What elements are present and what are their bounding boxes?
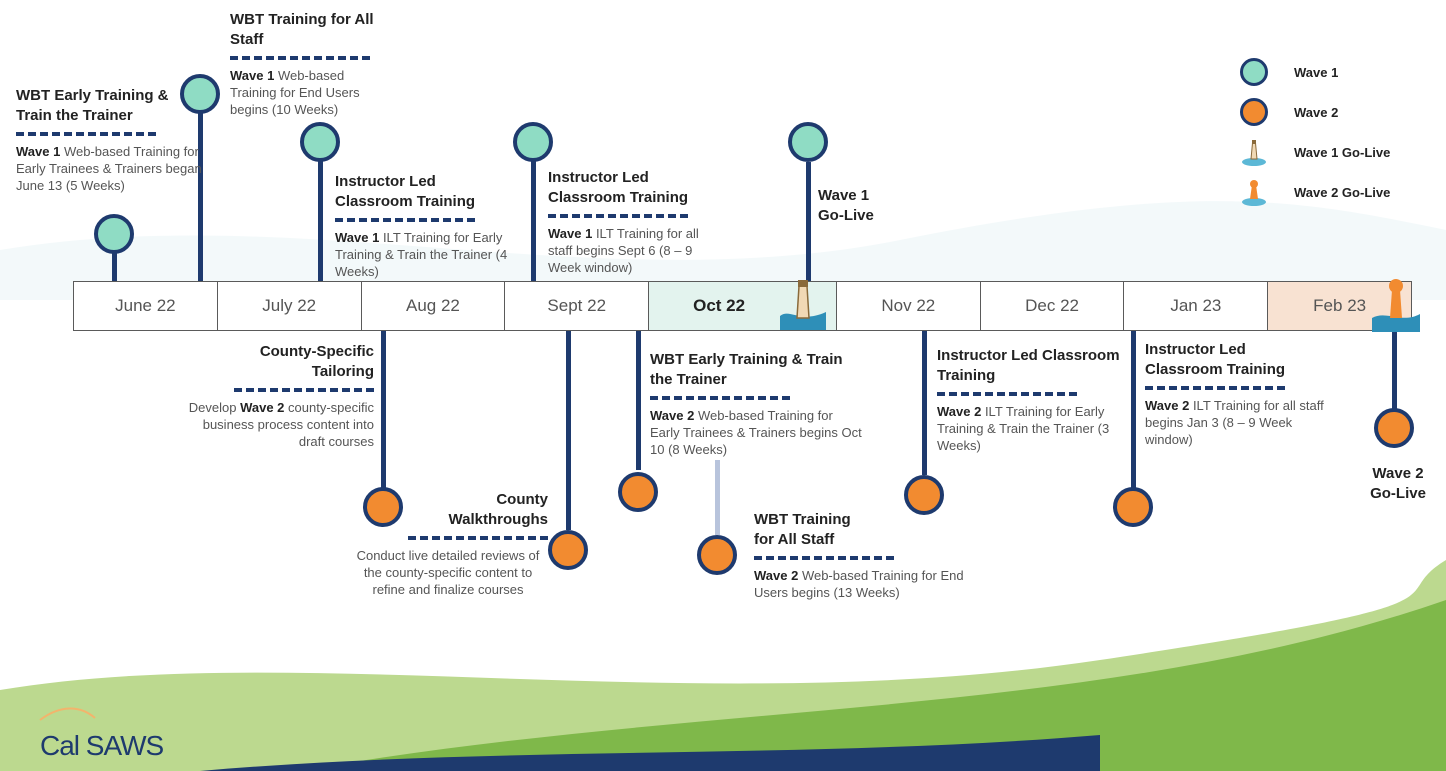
milestone-wave1-golive: Wave 1 Go-Live — [818, 186, 898, 226]
milestone-title: Instructor Led Classroom Training — [937, 347, 1120, 384]
dash-divider — [1145, 386, 1285, 390]
wave1-node — [788, 122, 828, 162]
milestone-title: WBT Training for All Staff — [754, 511, 851, 548]
timeline-bar: June 22 July 22 Aug 22 Sept 22 Oct 22 No… — [73, 281, 1412, 331]
legend-item-wave1-golive: Wave 1 Go-Live — [1240, 132, 1400, 172]
lighthouse-orange-icon — [1242, 180, 1266, 206]
lighthouse-icon — [1242, 140, 1266, 166]
stem — [922, 330, 927, 475]
legend-item-wave2-golive: Wave 2 Go-Live — [1240, 172, 1400, 212]
dash-divider — [230, 56, 370, 60]
milestone-title: Instructor Led Classroom Training — [548, 169, 689, 206]
stem — [198, 112, 203, 282]
wave2-node — [363, 487, 403, 527]
legend-item-wave1: Wave 1 — [1240, 52, 1400, 92]
wave2-node — [697, 535, 737, 575]
stem — [112, 250, 117, 282]
stem — [318, 160, 323, 282]
milestone-desc: Wave 1 Web-based Training for End Users … — [230, 68, 360, 117]
month-cell: Sept 22 — [505, 282, 650, 330]
month-cell: Dec 22 — [981, 282, 1125, 330]
milestone-desc: Wave 1 Web-based Training for Early Trai… — [16, 144, 202, 193]
milestone-wave2-golive: Wave 2 Go-Live — [1360, 464, 1436, 504]
milestone-county-walkthroughs: County Walkthroughs Conduct live detaile… — [348, 490, 548, 598]
milestone-desc: Develop Wave 2 county-specific business … — [188, 400, 374, 449]
wave2-node — [1374, 408, 1414, 448]
milestone-desc: Wave 2 ILT Training for all staff begins… — [1145, 398, 1324, 447]
wave2-node — [618, 472, 658, 512]
month-cell: Jan 23 — [1124, 282, 1269, 330]
legend-label: Wave 1 — [1294, 64, 1339, 80]
stem — [636, 330, 641, 470]
legend-label: Wave 2 Go-Live — [1294, 184, 1391, 200]
wave1-node — [180, 74, 220, 114]
milestone-desc: Wave 2 Web-based Training for End Users … — [754, 568, 964, 600]
month-cell: June 22 — [74, 282, 218, 330]
milestone-desc: Wave 1 ILT Training for all staff begins… — [548, 226, 699, 275]
milestone-wave1-ilt-all: Instructor Led Classroom Training Wave 1… — [548, 168, 718, 276]
wave1-dot-icon — [1240, 58, 1268, 86]
dash-divider — [16, 132, 156, 136]
month-cell: July 22 — [218, 282, 362, 330]
wave2-node — [1113, 487, 1153, 527]
legend-item-wave2: Wave 2 — [1240, 92, 1400, 132]
milestone-county-tailoring: County-Specific Tailoring Develop Wave 2… — [178, 342, 374, 450]
milestone-wave2-ilt-early: Instructor Led Classroom Training Wave 2… — [937, 346, 1123, 454]
dash-divider — [754, 556, 894, 560]
legend: Wave 1 Wave 2 Wave 1 Go-Live Wave 2 Go-L… — [1240, 52, 1400, 212]
wave2-node — [548, 530, 588, 570]
lighthouse-orange-icon — [1372, 279, 1420, 332]
stem — [381, 330, 386, 490]
stem — [1131, 330, 1136, 490]
milestone-title: Wave 1 Go-Live — [818, 187, 874, 224]
milestone-wave2-wbt-early: WBT Early Training & Train the Trainer W… — [650, 350, 862, 458]
wave2-node — [904, 475, 944, 515]
milestone-wave1-wbt-all: WBT Training for All Staff Wave 1 Web-ba… — [230, 10, 380, 118]
wave1-node — [300, 122, 340, 162]
milestone-wave2-ilt-all: Instructor Led Classroom Training Wave 2… — [1145, 340, 1325, 448]
milestone-title: Instructor Led Classroom Training — [335, 173, 476, 210]
wave1-node — [513, 122, 553, 162]
wave1-node — [94, 214, 134, 254]
milestone-title: County Walkthroughs — [448, 491, 548, 528]
milestone-title: WBT Training for All Staff — [230, 11, 374, 48]
milestone-title: WBT Early Training & Train the Trainer — [650, 351, 843, 388]
milestone-wave2-wbt-all: WBT Training for All Staff Wave 2 Web-ba… — [754, 510, 966, 601]
dash-divider — [234, 388, 374, 392]
milestone-wave1-ilt-early: Instructor Led Classroom Training Wave 1… — [335, 172, 515, 280]
dash-divider — [335, 218, 475, 222]
wave2-dot-icon — [1240, 98, 1268, 126]
month-cell: Nov 22 — [837, 282, 981, 330]
milestone-desc: Wave 1 ILT Training for Early Training &… — [335, 230, 508, 279]
month-cell: Aug 22 — [362, 282, 506, 330]
dash-divider — [548, 214, 688, 218]
legend-label: Wave 2 — [1294, 104, 1339, 120]
brand-logo: Cal SAWS — [40, 730, 164, 761]
dash-divider — [650, 396, 790, 400]
stem — [566, 330, 571, 530]
stem — [806, 162, 811, 282]
milestone-title: Instructor Led Classroom Training — [1145, 341, 1286, 378]
stem — [1392, 330, 1397, 410]
dash-divider — [937, 392, 1077, 396]
milestone-title: County-Specific Tailoring — [259, 343, 374, 380]
milestone-wave1-wbt-early: WBT Early Training & Train the Trainer W… — [16, 86, 204, 194]
stem — [531, 160, 536, 282]
milestone-title: Wave 2 Go-Live — [1370, 465, 1426, 502]
milestone-desc: Wave 2 Web-based Training for Early Trai… — [650, 408, 862, 457]
dash-divider — [408, 536, 548, 540]
milestone-desc: Wave 2 ILT Training for Early Training &… — [937, 404, 1110, 453]
milestone-desc: Conduct live detailed reviews of the cou… — [356, 548, 540, 597]
stem — [715, 460, 720, 535]
legend-label: Wave 1 Go-Live — [1294, 144, 1391, 160]
lighthouse-icon — [780, 280, 826, 330]
milestone-title: WBT Early Training & Train the Trainer — [16, 87, 169, 124]
